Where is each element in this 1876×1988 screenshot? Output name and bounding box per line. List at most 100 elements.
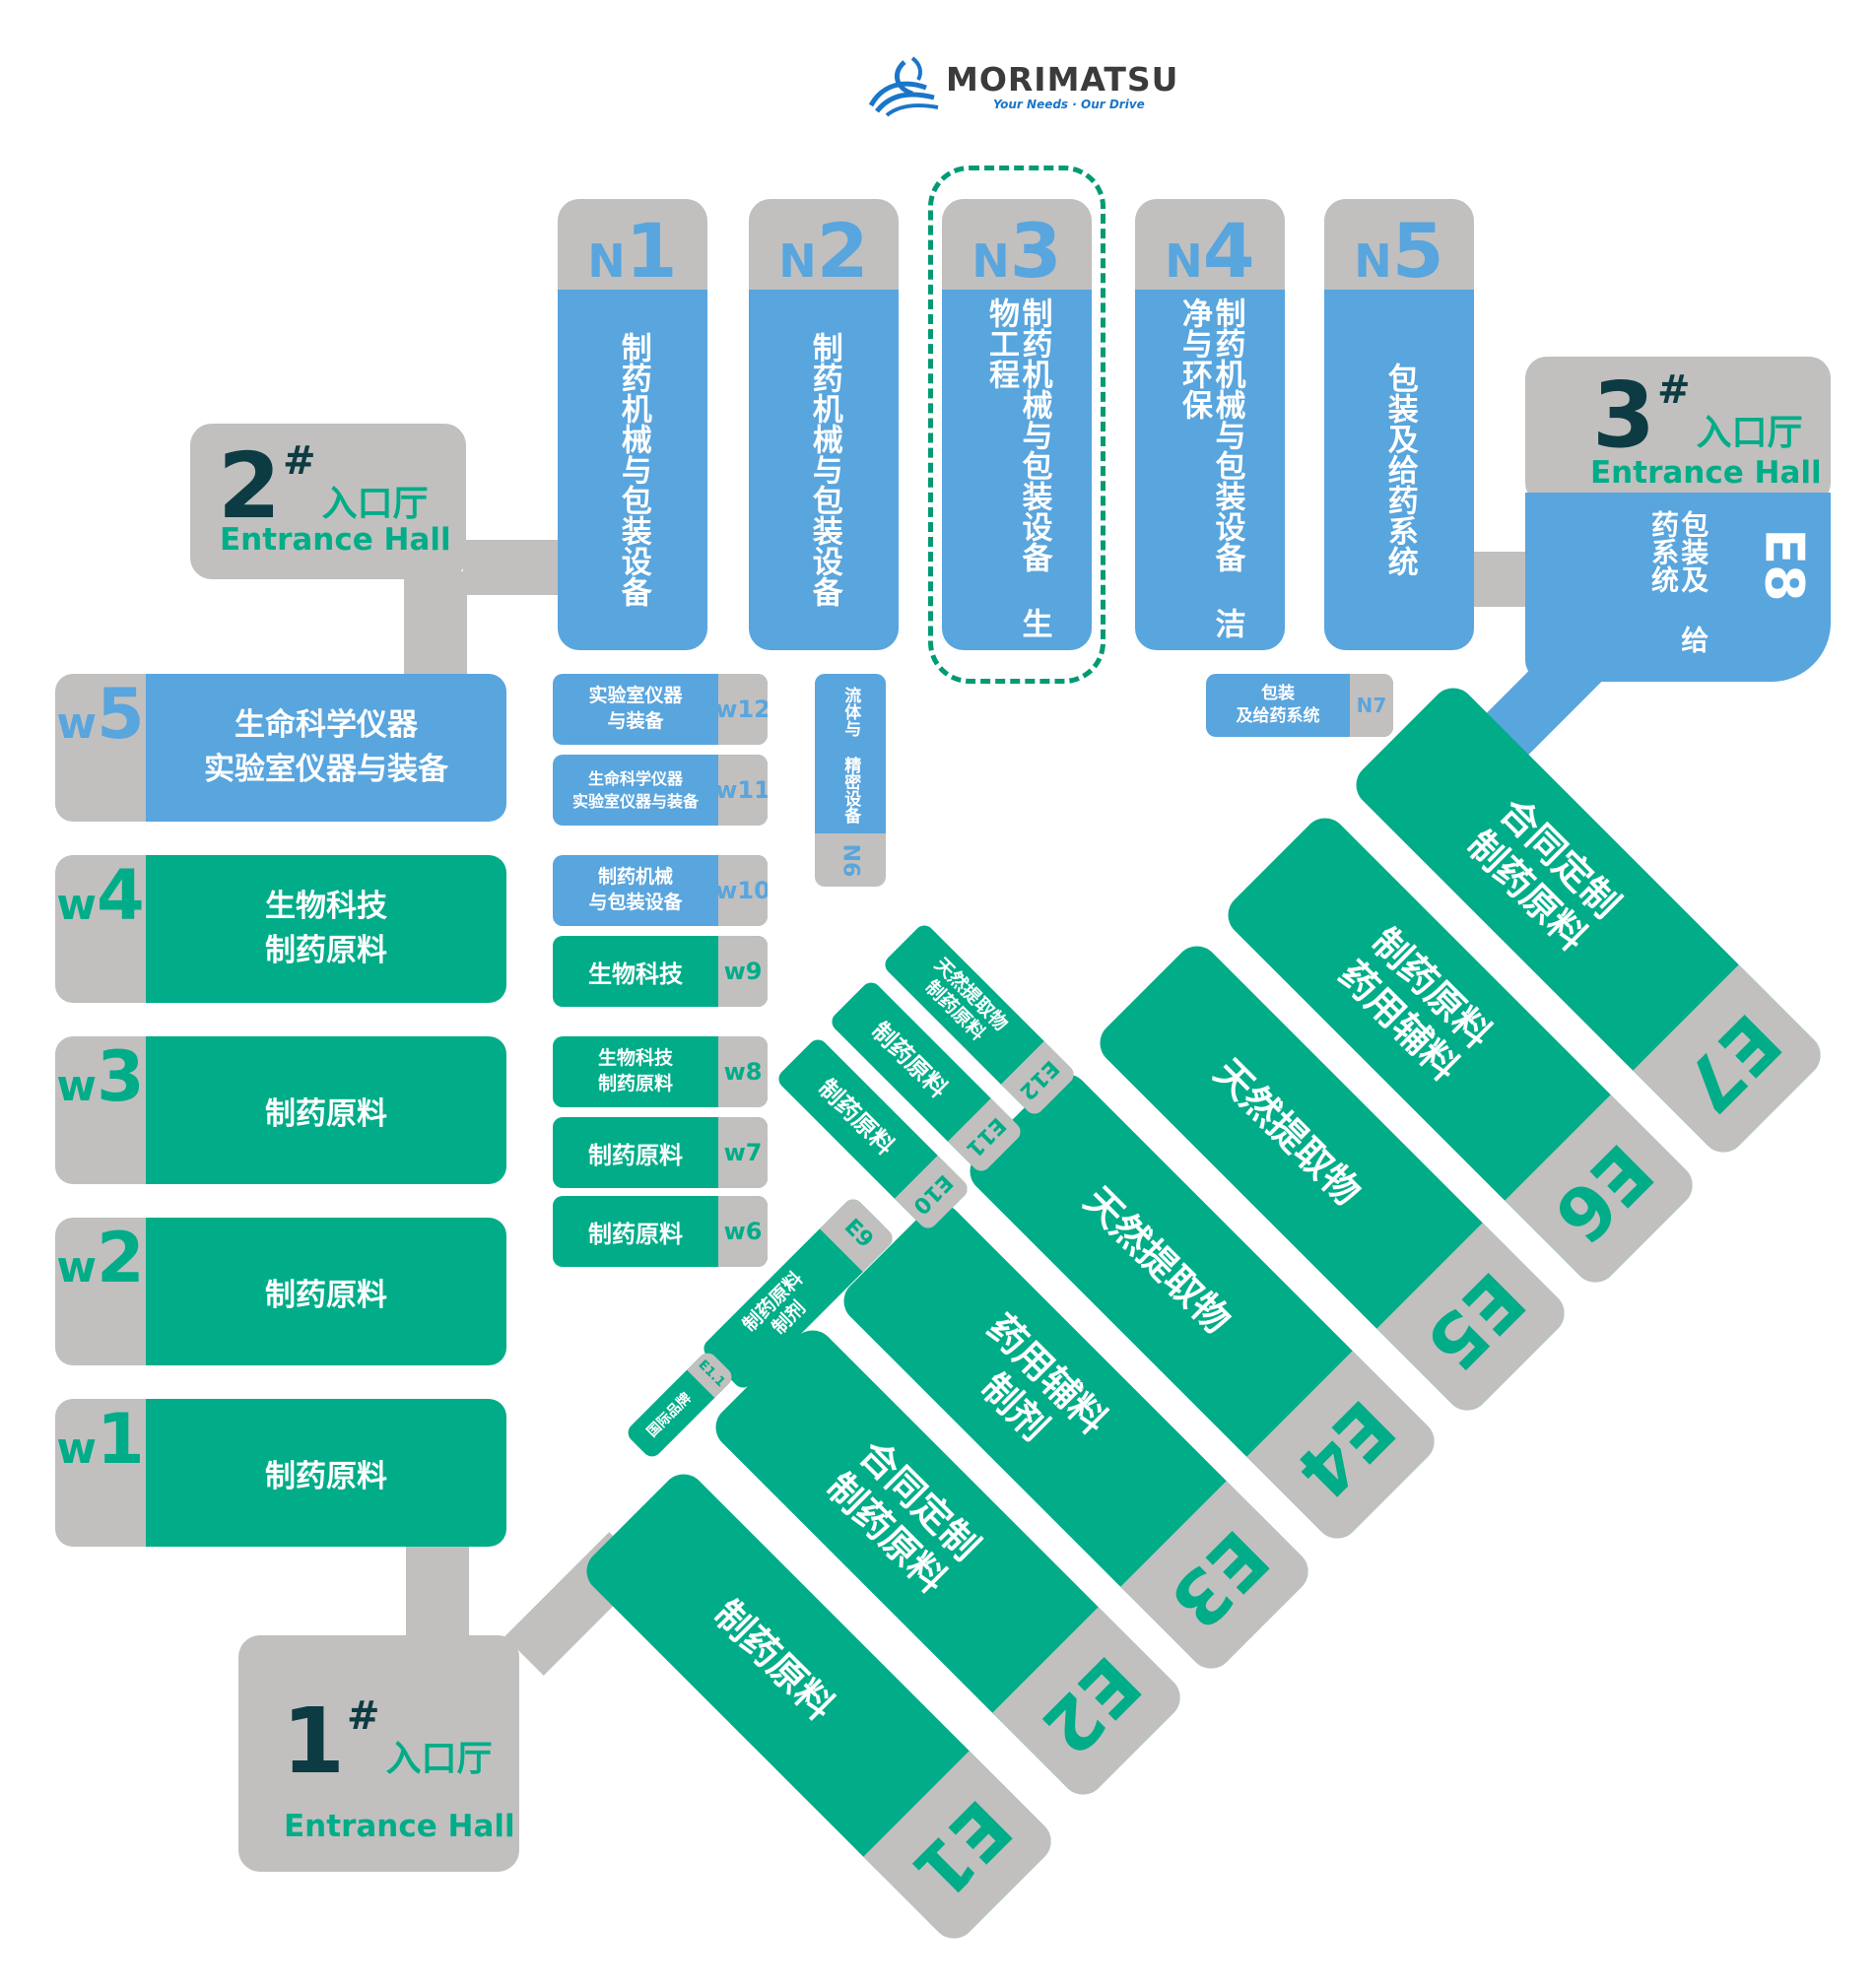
- hall-n7-code: N7: [1350, 674, 1393, 737]
- hall-e1-1[interactable]: 国际品牌 E1.1: [624, 1349, 736, 1461]
- hall-e3-code: E3: [1153, 1513, 1285, 1645]
- hall-n3-label: 制药机械与包装设备 生物工程: [983, 298, 1052, 638]
- hall-w2-num: 2: [96, 1218, 145, 1298]
- hall-w12-label: 实验室仪器 与装备: [588, 685, 683, 732]
- hall-n5-prefix: N: [1354, 234, 1392, 288]
- hall-w3-prefix: w: [56, 1061, 97, 1111]
- hall-n6-label: 流体与 精密设备: [840, 686, 861, 824]
- logo-tagline: Your Needs · Our Drive: [993, 98, 1145, 111]
- hall-w6[interactable]: 制药原料 w6: [553, 1196, 768, 1267]
- hall-w6-label: 制药原料: [588, 1220, 683, 1248]
- corridor-entrance-2-down: [404, 571, 467, 680]
- hall-e7-code: E7: [1665, 997, 1797, 1129]
- hall-e8-label: 包装及 给药系统: [1647, 510, 1710, 653]
- hall-n2-num: 2: [816, 207, 869, 295]
- entrance-3-number: 3: [1592, 363, 1656, 468]
- hall-w9[interactable]: 生物科技 w9: [553, 936, 768, 1007]
- hall-w8[interactable]: 生物科技 制药原料 w8: [553, 1036, 768, 1107]
- hall-n6[interactable]: 流体与 精密设备 N6: [815, 674, 886, 887]
- hall-n7[interactable]: 包装 及给药系统 N7: [1206, 674, 1393, 737]
- hall-w6-code: w6: [718, 1196, 768, 1267]
- hall-n7-label: 包装 及给药系统: [1236, 684, 1320, 726]
- hall-n3-prefix: N: [972, 234, 1010, 288]
- entrance-1-cn: 入口厅: [385, 1739, 493, 1779]
- hall-w8-code: w8: [718, 1036, 768, 1107]
- hall-n5-label: 包装及给药系统: [1381, 362, 1418, 576]
- hall-n2-prefix: N: [778, 234, 817, 288]
- hall-n4-prefix: N: [1165, 234, 1203, 288]
- hall-n3-highlight: [928, 166, 1106, 684]
- hall-w1-num: 1: [96, 1399, 145, 1480]
- hall-w2-prefix: w: [56, 1242, 97, 1292]
- logo-brand: MORIMATSU: [946, 60, 1179, 99]
- hall-w1-prefix: w: [56, 1424, 97, 1474]
- hall-w5-num: 5: [96, 674, 145, 755]
- hall-e8[interactable]: 包装及 给药系统 E8: [1525, 493, 1831, 682]
- hall-e6-code: E6: [1537, 1127, 1669, 1259]
- hall-w4-label: 生物科技 制药原料: [265, 889, 387, 968]
- hall-w9-label: 生物科技: [588, 960, 683, 988]
- hall-w10-code: w10: [715, 855, 768, 926]
- entrance-3-cn: 入口厅: [1696, 413, 1803, 453]
- hall-w11-label: 生命科学仪器 实验室仪器与装备: [571, 768, 699, 811]
- hall-w7-code: w7: [718, 1117, 768, 1188]
- entrance-hall-2: 2 # 入口厅 Entrance Hall: [190, 424, 466, 579]
- hall-w10-label: 制药机械 与包装设备: [588, 866, 683, 913]
- entrance-1-number: 1: [282, 1689, 346, 1794]
- hall-w10[interactable]: 制药机械 与包装设备 w10: [553, 855, 768, 926]
- hall-w2-label: 制药原料: [265, 1277, 387, 1313]
- hall-n3-num: 3: [1009, 207, 1062, 295]
- hall-w11[interactable]: 生命科学仪器 实验室仪器与装备 w11: [553, 755, 768, 826]
- hall-w4-num: 4: [96, 855, 145, 936]
- entrance-1-hash: #: [347, 1693, 380, 1739]
- hall-n1-prefix: N: [587, 234, 626, 288]
- hall-e5-code: E5: [1409, 1255, 1541, 1387]
- hall-w5-prefix: w: [56, 698, 97, 749]
- hall-w3-label: 制药原料: [265, 1095, 387, 1132]
- entrance-2-cn: 入口厅: [321, 484, 429, 524]
- hall-n6-code: N6: [838, 843, 863, 878]
- hall-w3-num: 3: [96, 1036, 145, 1117]
- entrance-2-number: 2: [218, 433, 282, 539]
- hall-w12[interactable]: 实验室仪器 与装备 w12: [553, 674, 768, 745]
- hall-e2-code: E2: [1025, 1639, 1157, 1771]
- hall-w7[interactable]: 制药原料 w7: [553, 1117, 768, 1188]
- entrance-2-en: Entrance Hall: [220, 522, 451, 558]
- entrance-3-en: Entrance Hall: [1590, 455, 1822, 491]
- hall-w7-label: 制药原料: [588, 1141, 683, 1169]
- hall-w9-code: w9: [718, 936, 768, 1007]
- hall-e4-code: E4: [1279, 1383, 1411, 1515]
- hall-w11-code: w11: [715, 755, 768, 826]
- corridor-entrance-1-up: [406, 1537, 469, 1645]
- hall-w5-label: 生命科学仪器 实验室仪器与装备: [204, 707, 448, 787]
- morimatsu-logo: MORIMATSU Your Needs · Our Drive: [865, 54, 1177, 119]
- hall-w8-label: 生物科技 制药原料: [597, 1047, 673, 1094]
- entrance-hall-3: 3 # 入口厅 Entrance Hall: [1525, 357, 1831, 504]
- entrance-1-en: Entrance Hall: [284, 1809, 515, 1844]
- hall-n5-num: 5: [1391, 207, 1444, 295]
- corridor-entrance-2: [463, 540, 562, 595]
- wave-logo-icon: [868, 56, 939, 117]
- entrance-3-hash: #: [1657, 367, 1691, 413]
- hall-e1-code: E1: [896, 1783, 1028, 1915]
